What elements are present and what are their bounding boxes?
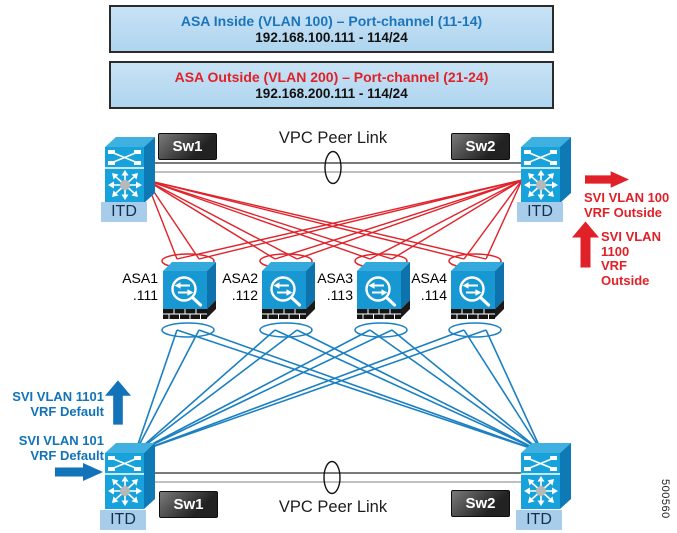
blue-port-channel-ellipses [161, 322, 502, 338]
asa4-icon [449, 258, 507, 322]
right-arrow-icon-blue [55, 463, 103, 481]
sw2-badge-bottom: Sw2 [451, 490, 510, 517]
svi-vlan-1101-line2: VRF Default [30, 403, 104, 419]
right-arrow-icon [585, 171, 629, 188]
vpc-peer-link-label-top: VPC Peer Link [278, 129, 388, 147]
banner-subtitle: 192.168.200.111 - 114/24 [255, 85, 408, 101]
svi-vlan-1101-line1: SVI VLAN 1101 [12, 389, 104, 404]
bottom-switch-2-icon [520, 442, 572, 510]
banner-title: ASA Inside (VLAN 100) – Port-channel (11… [180, 12, 483, 29]
svi-vlan-101-annotation: SVI VLAN 101 VRF Default [0, 433, 104, 463]
figure-number: 500560 [659, 479, 671, 519]
asa-name: ASA3 [317, 270, 353, 286]
asa-ip: .112 [231, 286, 258, 303]
sw1-badge-top: Sw1 [158, 133, 217, 160]
itd-badge-bottom-right: ITD [516, 510, 562, 530]
sw2-badge-top: Sw2 [451, 133, 510, 160]
top-switch-2-icon [520, 136, 572, 204]
asa-ip: .114 [420, 286, 447, 303]
itd-badge-top-right: ITD [517, 202, 563, 222]
banner-title: ASA Outside (VLAN 200) – Port-channel (2… [174, 68, 489, 85]
asa2-label: ASA2 .112 [206, 270, 258, 303]
svi-vlan-1100-annotation: SVI VLAN 1100 VRF Outside [601, 229, 677, 288]
asa-ip: .111 [132, 286, 158, 303]
itd-badge-top-left: ITD [101, 202, 147, 222]
asa4-label: ASA4 .114 [395, 270, 447, 303]
asa-name: ASA1 [122, 270, 158, 286]
asa-ip: .113 [326, 286, 353, 303]
top-switch-1-icon [104, 136, 156, 204]
svi-vlan-1100-line1: SVI VLAN 1100 [601, 229, 661, 259]
asa-name: ASA4 [411, 270, 447, 286]
asa1-label: ASA1 .111 [106, 270, 158, 303]
sw1-badge-bottom: Sw1 [159, 491, 218, 518]
banner-asa-outside: ASA Outside (VLAN 200) – Port-channel (2… [109, 61, 554, 109]
blue-link-fan [134, 329, 543, 454]
svi-vlan-100-annotation: SVI VLAN 100 VRF Outside [584, 190, 670, 220]
svi-vlan-1100-line2: VRF Outside [601, 258, 650, 288]
banner-subtitle: 192.168.100.111 - 114/24 [255, 29, 408, 45]
asa3-label: ASA3 .113 [301, 270, 353, 303]
itd-badge-bottom-left: ITD [100, 510, 146, 530]
up-arrow-icon-blue [105, 380, 131, 425]
bottom-switch-1-icon [104, 442, 156, 510]
svi-vlan-101-line1: SVI VLAN 101 [18, 433, 104, 448]
vpc-peer-link-top [150, 150, 524, 185]
svi-vlan-100-line1: SVI VLAN 100 [584, 190, 670, 205]
svi-vlan-1101-annotation: SVI VLAN 1101 VRF Default [0, 389, 104, 419]
banner-asa-inside: ASA Inside (VLAN 100) – Port-channel (11… [109, 5, 554, 53]
svi-vlan-100-line2: VRF Outside [584, 204, 663, 220]
red-link-fan [145, 179, 523, 260]
vpc-peer-link-label-bottom: VPC Peer Link [278, 498, 388, 516]
asa-name: ASA2 [222, 270, 258, 286]
vpc-peer-link-bottom [150, 460, 522, 495]
svi-vlan-101-line2: VRF Default [30, 447, 104, 463]
up-arrow-icon-red [572, 221, 599, 268]
